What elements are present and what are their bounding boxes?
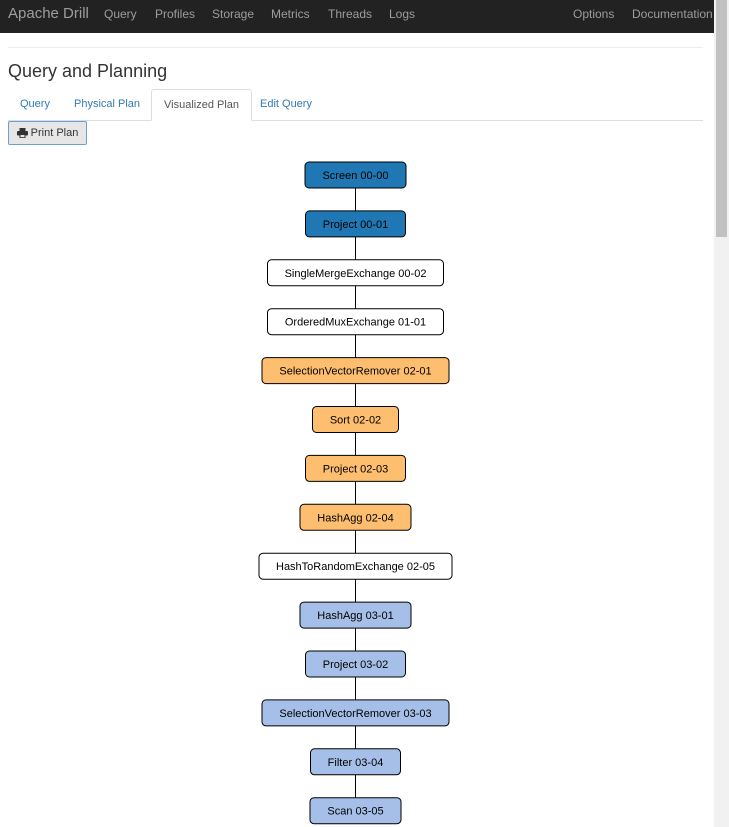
page-title: Query and Planning xyxy=(8,61,168,81)
plan-node-box xyxy=(310,748,401,776)
nav-item-storage[interactable]: Storage xyxy=(212,7,255,21)
plan-node-box xyxy=(304,161,407,189)
plan-node[interactable]: Project 00-01 xyxy=(305,210,406,238)
plan-node-label: SelectionVectorRemover 03-03 xyxy=(279,708,431,720)
tab-physical-plan[interactable]: Physical Plan xyxy=(74,98,141,110)
brand-link[interactable]: Apache Drill xyxy=(8,5,89,22)
top-navbar: Apache Drill Query Profiles Storage Metr… xyxy=(0,0,714,33)
plan-node-label: SelectionVectorRemover 02-01 xyxy=(279,366,431,378)
plan-node-label: Sort 02-02 xyxy=(330,415,381,427)
plan-node[interactable]: HashToRandomExchange 02-05 xyxy=(258,552,453,580)
plan-node[interactable]: OrderedMuxExchange 01-01 xyxy=(267,308,444,336)
plan-node-label: Scan 03-05 xyxy=(327,806,383,818)
nav-item-options[interactable]: Options xyxy=(573,7,615,21)
plan-node-label: Project 00-01 xyxy=(323,219,388,231)
plan-node-label: Project 03-02 xyxy=(323,659,388,671)
plan-node-label: HashAgg 02-04 xyxy=(317,512,393,524)
tabs-divider xyxy=(8,120,703,121)
plan-node-box xyxy=(305,454,406,482)
plan-node[interactable]: Filter 03-04 xyxy=(310,748,401,776)
print-plan-label: Print Plan xyxy=(30,127,79,139)
plan-node[interactable]: Scan 03-05 xyxy=(309,797,402,825)
plan-node-label: HashToRandomExchange 02-05 xyxy=(276,561,435,573)
tab-query[interactable]: Query xyxy=(20,98,50,110)
plan-node[interactable]: SelectionVectorRemover 03-03 xyxy=(261,699,450,727)
plan-node-box xyxy=(261,357,450,385)
plan-node[interactable]: Project 02-03 xyxy=(305,454,406,482)
plan-node[interactable]: Sort 02-02 xyxy=(312,406,399,433)
nav-item-profiles[interactable]: Profiles xyxy=(155,7,196,21)
plan-node-label: Screen 00-00 xyxy=(322,170,388,182)
plan-node-box xyxy=(309,797,402,825)
plan-node[interactable]: HashAgg 03-01 xyxy=(299,601,412,629)
plan-node-label: SingleMergeExchange 00-02 xyxy=(285,268,427,280)
plan-node-label: Project 02-03 xyxy=(323,463,388,475)
plan-node[interactable]: SingleMergeExchange 00-02 xyxy=(267,259,444,287)
plan-node-label: OrderedMuxExchange 01-01 xyxy=(285,317,426,329)
plan-node-box xyxy=(299,601,412,629)
print-icon xyxy=(16,128,28,138)
plan-node[interactable]: HashAgg 02-04 xyxy=(299,503,412,531)
nav-item-threads[interactable]: Threads xyxy=(328,7,373,21)
plan-node[interactable]: Project 03-02 xyxy=(305,650,406,678)
plan-node-box xyxy=(258,552,453,580)
nav-item-query[interactable]: Query xyxy=(104,7,137,21)
plan-node-box xyxy=(305,210,406,238)
plan-node-box xyxy=(305,650,406,678)
print-plan-button[interactable]: Print Plan xyxy=(8,121,87,145)
plan-node-box xyxy=(261,699,450,727)
plan-node-label: Filter 03-04 xyxy=(328,757,384,769)
scrollbar-thumb[interactable] xyxy=(716,0,727,237)
divider xyxy=(8,47,703,48)
plan-node-box xyxy=(267,308,444,336)
nav-item-documentation[interactable]: Documentation xyxy=(632,7,713,21)
plan-node-box xyxy=(312,406,399,433)
nav-item-metrics[interactable]: Metrics xyxy=(271,7,310,21)
nav-item-logs[interactable]: Logs xyxy=(389,7,416,21)
plan-node-box xyxy=(267,259,444,287)
tab-visualized-plan[interactable]: Visualized Plan xyxy=(151,89,253,121)
plan-node[interactable]: SelectionVectorRemover 02-01 xyxy=(261,357,450,385)
plan-node[interactable]: Screen 00-00 xyxy=(304,161,407,189)
plan-node-label: HashAgg 03-01 xyxy=(317,610,393,622)
tab-edit-query[interactable]: Edit Query xyxy=(260,98,312,110)
plan-node-box xyxy=(299,503,412,531)
